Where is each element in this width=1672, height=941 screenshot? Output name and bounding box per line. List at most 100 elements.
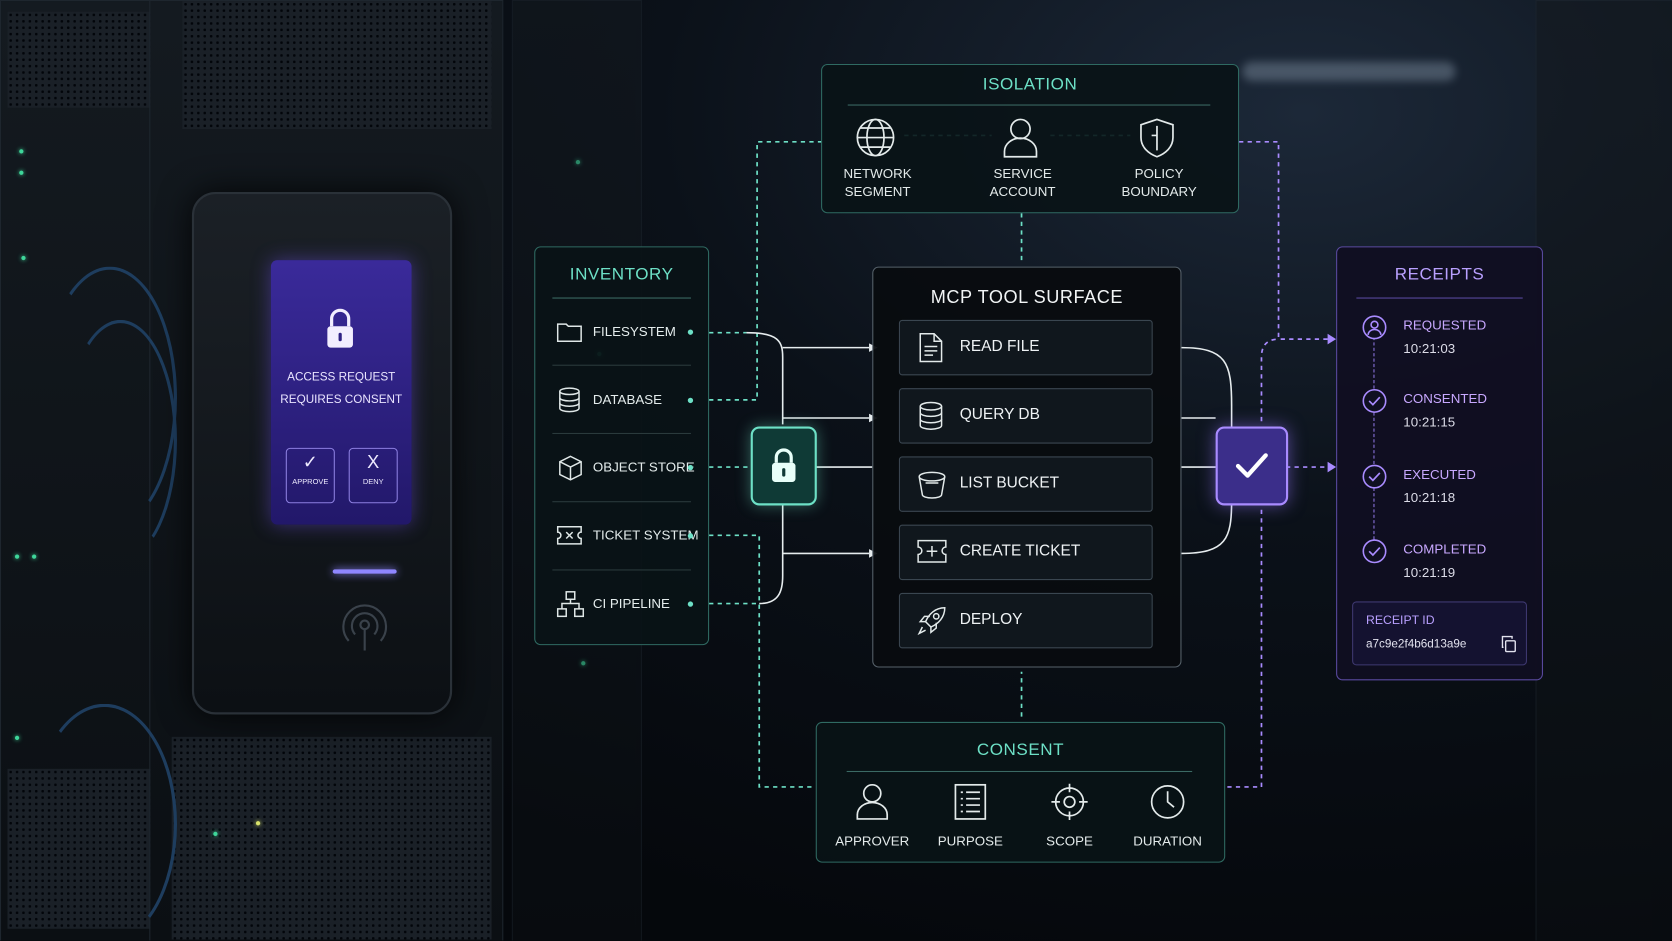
consent-panel: CONSENT APPROVER PURPOSE SCOPE DURATION: [815, 721, 1226, 863]
kiosk-message-line2: REQUIRES CONSENT: [280, 393, 403, 407]
pipeline-icon: [556, 591, 585, 618]
approve-button[interactable]: ✓ APPROVE: [285, 447, 335, 504]
database-icon: [559, 387, 580, 413]
user-circle-icon: [1362, 315, 1387, 340]
x-icon: X: [367, 452, 380, 473]
tool-deploy-button[interactable]: DEPLOY: [898, 592, 1153, 649]
isolation-item-policy-boundary: POLICY BOUNDARY: [1104, 165, 1215, 201]
bucket-icon: [918, 471, 946, 499]
network-cable: [63, 319, 178, 561]
check-circle-icon: [1362, 464, 1387, 489]
status-led: [255, 821, 261, 826]
tool-list-bucket-button[interactable]: LIST BUCKET: [898, 456, 1153, 512]
inventory-item-filesystem[interactable]: FILESYSTEM: [554, 317, 703, 349]
isolation-item-line2: BOUNDARY: [1121, 184, 1197, 200]
status-led: [19, 170, 24, 175]
receipt-id-label: RECEIPT ID: [1365, 614, 1435, 628]
consent-item-duration: DURATION: [1133, 833, 1202, 849]
check-circle-icon: [1362, 388, 1387, 413]
ticket-icon: [556, 526, 582, 545]
lock-icon: [327, 308, 353, 348]
nfc-reader-icon[interactable]: [338, 601, 391, 661]
copy-icon[interactable]: [1500, 635, 1517, 653]
receipt-status: COMPLETED: [1403, 541, 1487, 557]
target-icon: [1051, 783, 1088, 821]
tool-label: CREATE TICKET: [959, 542, 1081, 560]
consent-item-scope: SCOPE: [1046, 833, 1093, 849]
consent-title: CONSENT: [976, 741, 1065, 760]
inventory-item-label: DATABASE: [592, 392, 663, 408]
document-icon: [919, 333, 943, 363]
tool-label: DEPLOY: [959, 611, 1023, 629]
inventory-title: INVENTORY: [569, 265, 674, 284]
isolation-item-line1: POLICY: [1134, 166, 1184, 182]
isolation-item-line2: SEGMENT: [844, 184, 911, 200]
receipts-timeline: [1373, 336, 1375, 551]
isolation-panel: ISOLATION NETWORK SEGMENT SERVICE ACCOUN…: [821, 63, 1240, 214]
inventory-item-label: TICKET SYSTEM: [592, 527, 699, 543]
isolation-item-network-segment: NETWORK SEGMENT: [822, 165, 933, 201]
isolation-title: ISOLATION: [982, 75, 1078, 94]
status-led: [213, 831, 218, 837]
approve-label: APPROVE: [292, 478, 329, 487]
tool-read-file-button[interactable]: READ FILE: [898, 319, 1153, 376]
kiosk-message-line1: ACCESS REQUEST: [287, 371, 396, 384]
check-icon: [1235, 453, 1268, 478]
tool-label: LIST BUCKET: [959, 474, 1060, 492]
receipt-time: 10:21:18: [1403, 490, 1456, 506]
approval-gate: [1215, 426, 1289, 506]
list-icon: [954, 783, 987, 820]
check-icon: ✓: [302, 452, 318, 473]
status-dot: [687, 464, 694, 471]
consent-item-approver: APPROVER: [835, 833, 910, 849]
deny-button[interactable]: X DENY: [348, 447, 398, 504]
rack-vent: [182, 1, 492, 130]
consent-item-purpose: PURPOSE: [937, 833, 1003, 849]
tool-create-ticket-button[interactable]: CREATE TICKET: [898, 524, 1153, 581]
status-led: [14, 735, 20, 741]
clock-icon: [1150, 785, 1185, 819]
receipt-status: CONSENTED: [1403, 391, 1487, 407]
tool-label: QUERY DB: [959, 406, 1040, 424]
mcp-tool-surface-panel: MCP TOOL SURFACE READ FILE QUERY DB LIST…: [872, 266, 1182, 668]
status-led: [581, 661, 586, 666]
status-led: [31, 554, 37, 559]
kiosk-status-light: [332, 569, 397, 574]
inventory-item-label: FILESYSTEM: [592, 324, 676, 340]
status-led: [14, 554, 20, 559]
receipts-title: RECEIPTS: [1394, 265, 1485, 284]
receipt-time: 10:21:03: [1403, 341, 1456, 357]
isolation-item-line2: ACCOUNT: [989, 184, 1056, 200]
deny-label: DENY: [362, 478, 384, 487]
isolation-item-line1: NETWORK: [843, 166, 912, 182]
inventory-item-database[interactable]: DATABASE: [554, 385, 703, 417]
network-cable: [31, 703, 178, 941]
lock-gate: [750, 426, 817, 506]
receipt-time: 10:21:15: [1403, 414, 1456, 430]
receipts-panel: RECEIPTS REQUESTED 10:21:03 CONSENTED 10…: [1336, 246, 1543, 681]
folder-icon: [556, 323, 582, 342]
status-dot: [687, 533, 694, 539]
user-icon: [856, 783, 889, 820]
tool-label: READ FILE: [959, 338, 1040, 356]
inventory-item-label: CI PIPELINE: [592, 596, 670, 612]
lock-icon: [772, 448, 796, 482]
status-led: [575, 159, 581, 165]
tool-surface-title: MCP TOOL SURFACE: [930, 286, 1123, 308]
receipt-status: REQUESTED: [1403, 317, 1487, 333]
isolation-item-line1: SERVICE: [993, 166, 1052, 182]
inventory-item-ticket-system[interactable]: TICKET SYSTEM: [554, 520, 703, 552]
network-cable: [42, 266, 178, 529]
status-dot: [687, 601, 694, 607]
inventory-item-ci-pipeline[interactable]: CI PIPELINE: [554, 589, 703, 621]
server-rack-right: [1535, 0, 1672, 941]
globe-icon: [856, 118, 895, 157]
status-dot: [687, 329, 694, 335]
check-circle-icon: [1362, 539, 1387, 564]
receipt-status: EXECUTED: [1403, 467, 1476, 482]
ceiling-light: [1242, 61, 1456, 82]
inventory-item-object-store[interactable]: OBJECT STORE: [554, 452, 703, 484]
tool-query-db-button[interactable]: QUERY DB: [898, 388, 1153, 444]
